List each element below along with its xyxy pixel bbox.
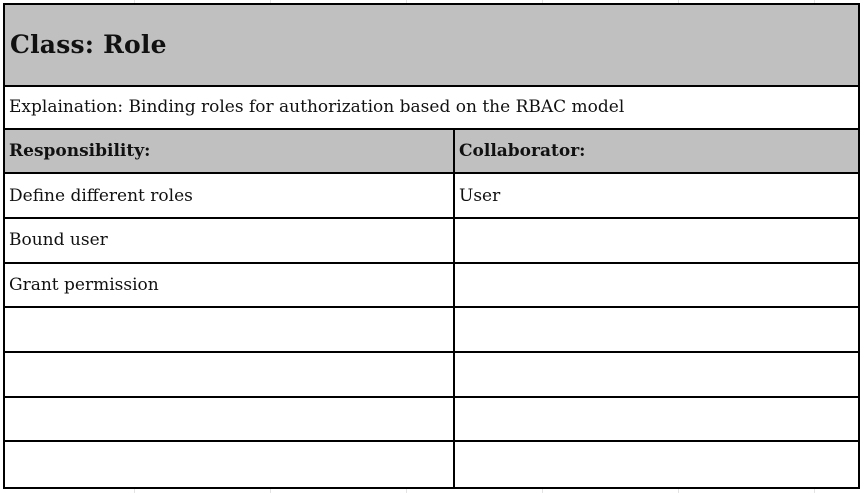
table-row <box>5 308 858 353</box>
responsibility-cell[interactable] <box>5 397 455 441</box>
responsibility-cell[interactable]: Bound user <box>5 218 455 262</box>
class-title-row[interactable]: Class: Role <box>5 5 858 87</box>
collaborator-cell[interactable] <box>455 353 858 396</box>
responsibility-cell[interactable] <box>5 352 455 396</box>
table-row: Bound user <box>5 218 858 264</box>
collaborator-cell[interactable] <box>455 442 858 487</box>
collaborator-header[interactable]: Collaborator: <box>459 140 586 161</box>
collaborator-cell[interactable]: User <box>459 185 501 206</box>
table-row <box>5 397 858 443</box>
table-row: Grant permission <box>5 263 858 309</box>
crc-card: Class: Role Explaination: Binding roles … <box>3 3 860 489</box>
explanation-row[interactable]: Explaination: Binding roles for authoriz… <box>5 87 858 130</box>
responsibility-cell[interactable] <box>5 308 455 351</box>
collaborator-cell[interactable] <box>455 398 858 441</box>
table-row <box>5 352 858 398</box>
collaborator-cell[interactable] <box>455 219 858 262</box>
table-row <box>5 442 858 487</box>
explanation-text: Explaination: Binding roles for authoriz… <box>9 97 625 118</box>
collaborator-cell[interactable] <box>455 264 858 307</box>
class-title: Class: Role <box>10 30 167 60</box>
responsibility-header[interactable]: Responsibility: <box>5 129 455 173</box>
responsibility-table: Responsibility: Collaborator: Define dif… <box>5 129 858 487</box>
responsibility-cell[interactable]: Grant permission <box>5 263 455 307</box>
responsibility-cell[interactable]: Define different roles <box>5 174 455 217</box>
table-header-row: Responsibility: Collaborator: <box>5 129 858 175</box>
responsibility-cell[interactable] <box>5 442 455 487</box>
table-row: Define different roles User <box>5 174 858 219</box>
collaborator-cell[interactable] <box>455 308 858 351</box>
